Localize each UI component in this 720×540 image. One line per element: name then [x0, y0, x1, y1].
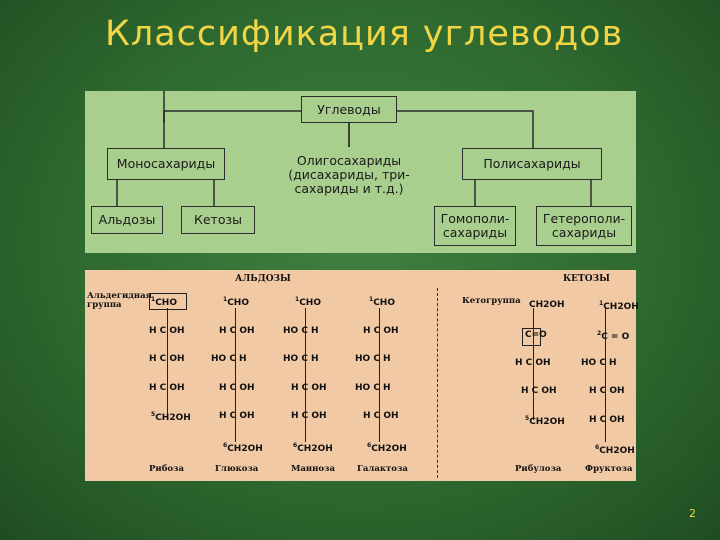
- galactose-c2: H C OH: [363, 326, 399, 336]
- galactose-c1: 1CHO: [369, 296, 395, 308]
- ribose-c3: H C OH: [149, 354, 185, 364]
- ribose-c4: H C OH: [149, 383, 185, 393]
- tree-node-heteropolysaccharides: Гетерополи- сахариды: [536, 206, 632, 246]
- ribose-name: Рибоза: [149, 464, 184, 474]
- mannose-c5: H C OH: [291, 411, 327, 421]
- fructose-c5: H C OH: [589, 415, 625, 425]
- ribulose-c3: H C OH: [515, 358, 551, 368]
- mannose-c3: HO C H: [283, 354, 319, 364]
- mannose-c2: HO C H: [283, 326, 319, 336]
- glucose-backbone: [235, 308, 236, 442]
- aldehyde-group-label: Альдегидная группа: [87, 291, 152, 310]
- fructose-c2: 2C = O: [597, 330, 630, 342]
- fructose-c4: H C OH: [589, 386, 625, 396]
- slide-title: Классификация углеводов: [105, 14, 624, 54]
- section-divider: [437, 288, 438, 478]
- mannose-c1: 1CHO: [295, 296, 321, 308]
- ribulose-c4: H C OH: [521, 386, 557, 396]
- ribulose-c2: C=O: [525, 330, 547, 340]
- galactose-c4: HO C H: [355, 383, 391, 393]
- mannose-c6: 6CH2OH: [293, 442, 333, 454]
- ribose-c2: H C OH: [149, 326, 185, 336]
- ribulose-c5: 5CH2OH: [525, 415, 565, 427]
- galactose-name: Галактоза: [357, 464, 408, 474]
- glucose-name: Глюкоза: [215, 464, 259, 474]
- glucose-c6: 6CH2OH: [223, 442, 263, 454]
- ribose-c1: 1CHO: [151, 296, 177, 308]
- galactose-c6: 6CH2OH: [367, 442, 407, 454]
- ribulose-c1: CH2OH: [529, 300, 565, 310]
- ketoses-header: КЕТОЗЫ: [563, 274, 610, 284]
- tree-node-polysaccharides: Полисахариды: [462, 148, 602, 180]
- mannose-c4: H C OH: [291, 383, 327, 393]
- tree-node-ketoses: Кетозы: [181, 206, 255, 234]
- keto-group-label: Кетогруппа: [462, 296, 521, 306]
- fructose-name: Фруктоза: [585, 464, 633, 474]
- fructose-c6: 6CH2OH: [595, 444, 635, 456]
- fructose-c1: 1CH2OH: [599, 300, 639, 312]
- galactose-backbone: [379, 308, 380, 442]
- glucose-c3: HO C H: [211, 354, 247, 364]
- fructose-backbone: [605, 308, 606, 442]
- aldoses-header: АЛЬДОЗЫ: [235, 274, 291, 284]
- glucose-c5: H C OH: [219, 411, 255, 421]
- glucose-c4: H C OH: [219, 383, 255, 393]
- mannose-backbone: [305, 308, 306, 442]
- tree-node-oligosaccharides: Олигосахариды (дисахариды, три- сахариды…: [281, 147, 417, 203]
- tree-node-carbohydrates: Углеводы: [301, 96, 397, 123]
- tree-node-monosaccharides: Моносахариды: [107, 148, 225, 180]
- keto-group-box: [522, 328, 541, 346]
- fructose-c3: HO C H: [581, 358, 617, 368]
- galactose-c5: H C OH: [363, 411, 399, 421]
- tree-node-aldoses: Альдозы: [91, 206, 163, 234]
- ribose-backbone: [167, 308, 168, 420]
- ribose-c5: 5CH2OH: [151, 411, 191, 423]
- mannose-name: Манноза: [291, 464, 335, 474]
- galactose-c3: HO C H: [355, 354, 391, 364]
- aldehyde-group-box: [149, 293, 187, 310]
- glucose-c1: 1CHO: [223, 296, 249, 308]
- tree-node-homopolysaccharides: Гомополи- сахариды: [434, 206, 516, 246]
- classification-tree-panel: Углеводы Моносахариды Олигосахариды (дис…: [85, 91, 636, 253]
- ribulose-backbone: [533, 308, 534, 420]
- glucose-c2: H C OH: [219, 326, 255, 336]
- page-number: 2: [689, 507, 696, 520]
- structural-formulas-panel: АЛЬДОЗЫ КЕТОЗЫ Альдегидная группа Кетогр…: [85, 270, 639, 481]
- ribulose-name: Рибулоза: [515, 464, 562, 474]
